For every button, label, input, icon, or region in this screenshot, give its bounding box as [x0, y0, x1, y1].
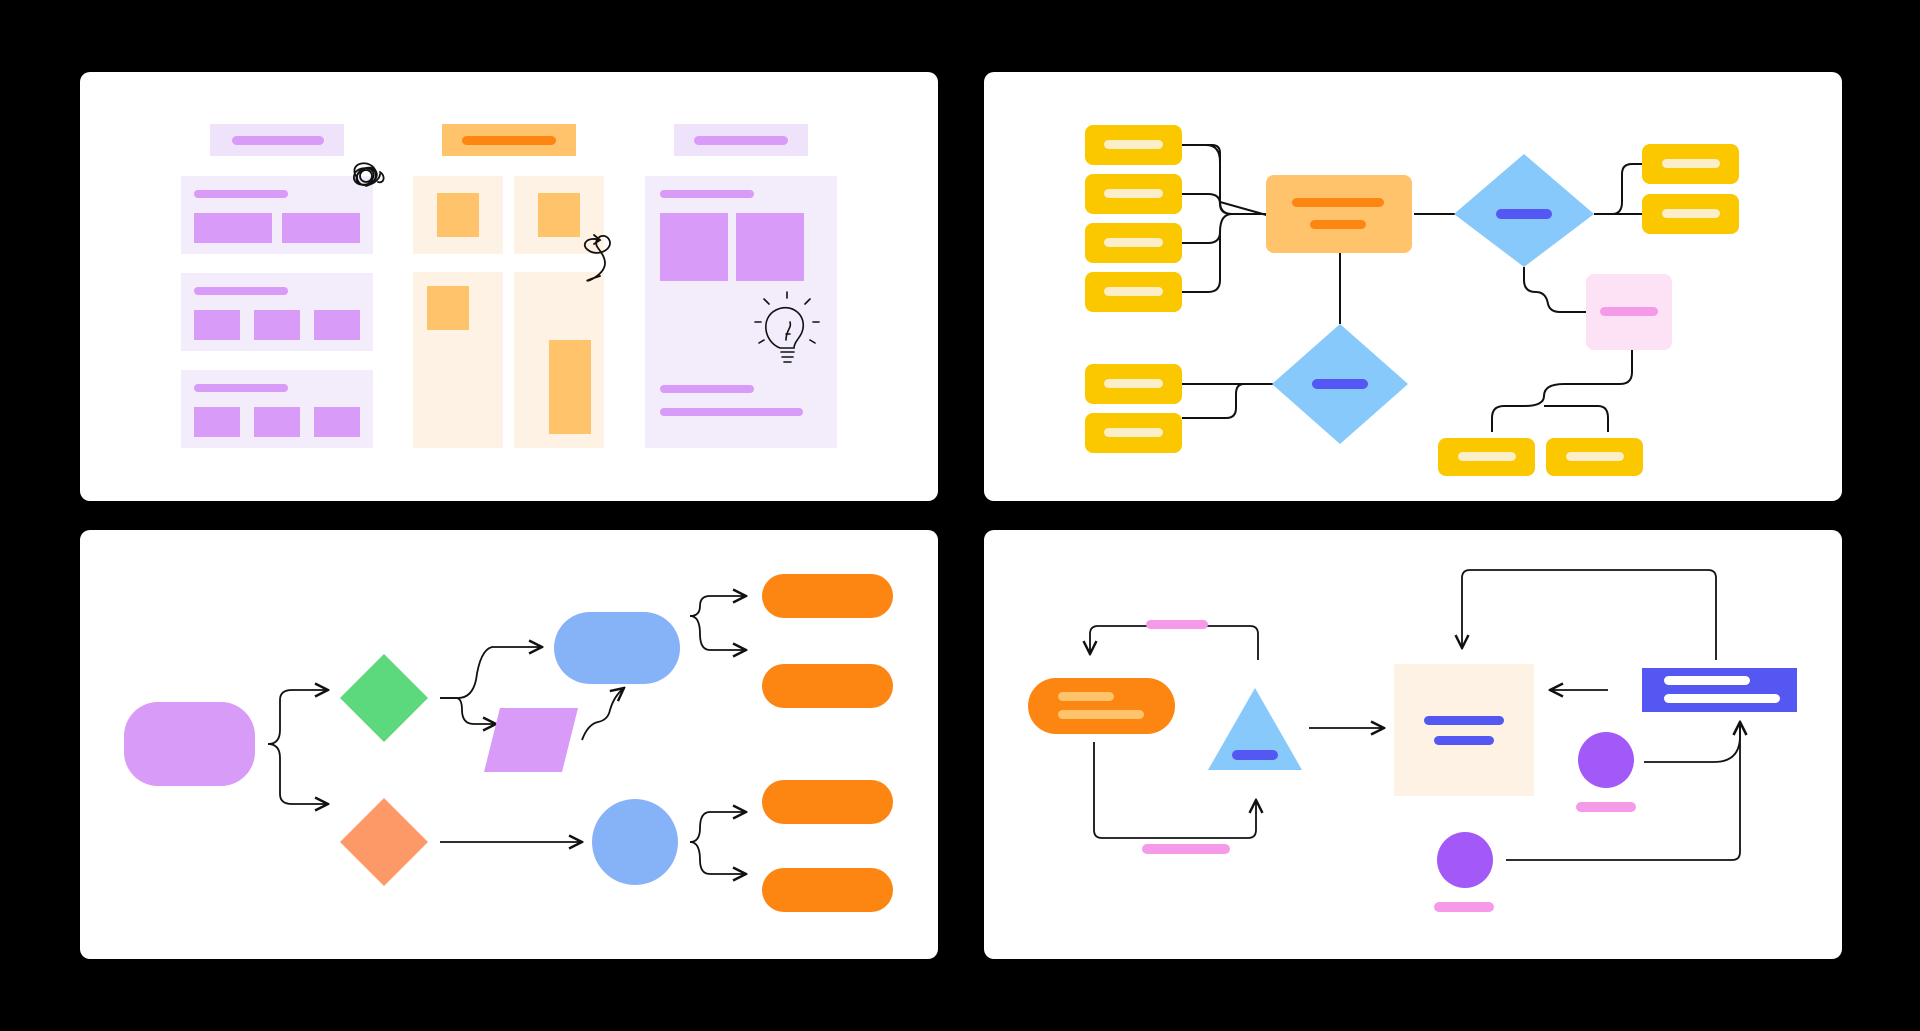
lightbulb-icon	[754, 291, 820, 363]
mind-map-connectors	[1182, 144, 1644, 432]
flowchart-decision-node	[340, 798, 428, 886]
flowchart-process-node	[592, 799, 678, 885]
mind-map-leaf	[1085, 223, 1182, 263]
mind-map-leaf	[1438, 438, 1535, 476]
kanban-card	[181, 176, 373, 254]
mind-map-leaf	[1642, 144, 1739, 184]
process-header-node	[1642, 668, 1797, 712]
process-label	[1434, 902, 1494, 912]
mind-map-root	[1266, 175, 1412, 253]
process-decision-node	[1208, 688, 1302, 770]
mind-map-leaf	[1085, 174, 1182, 214]
swirl-icon	[583, 234, 611, 282]
mind-map-canvas	[1085, 125, 1739, 476]
kanban-card	[181, 370, 373, 448]
scribble-icon	[353, 162, 385, 187]
kanban-card	[413, 176, 503, 254]
flowchart-end-node	[762, 868, 893, 912]
flowchart-data-node	[484, 708, 578, 772]
mind-map-leaf	[1546, 438, 1643, 476]
mind-map-leaf	[1642, 194, 1739, 234]
mind-map-leaf	[1085, 364, 1182, 404]
avatar	[1437, 832, 1493, 888]
flowchart-connectors	[267, 596, 746, 874]
process-label	[1576, 802, 1636, 812]
process-diagram-canvas	[1028, 569, 1797, 912]
kanban-card	[645, 176, 837, 448]
flowchart-process-node	[554, 612, 680, 684]
process-label	[1142, 844, 1230, 854]
process-diagram-panel[interactable]	[984, 530, 1842, 959]
kanban-board-panel[interactable]	[80, 72, 938, 501]
flowchart-decision-node	[340, 654, 428, 742]
kanban-card	[514, 272, 604, 448]
column-header-3-bar	[694, 136, 788, 145]
mind-map-note	[1586, 274, 1672, 350]
process-label	[1146, 620, 1208, 629]
avatar	[1578, 732, 1634, 788]
kanban-card	[181, 273, 373, 351]
kanban-card	[514, 176, 604, 254]
flowchart-start-node	[124, 702, 255, 786]
kanban-card	[413, 272, 503, 448]
process-document-node	[1394, 664, 1534, 796]
mind-map-leaf	[1085, 125, 1182, 165]
mind-map-leaf	[1085, 272, 1182, 312]
flowchart-canvas	[124, 574, 893, 912]
mind-map-decision	[1454, 154, 1594, 267]
mind-map-panel[interactable]	[984, 72, 1842, 501]
flowchart-panel[interactable]	[80, 530, 938, 959]
mind-map-decision	[1272, 324, 1408, 444]
flowchart-end-node	[762, 780, 893, 824]
kanban-board-canvas	[181, 124, 837, 448]
flowchart-end-node	[762, 574, 893, 618]
process-connectors	[1090, 569, 1740, 861]
flowchart-end-node	[762, 664, 893, 708]
process-step-node	[1028, 678, 1175, 734]
mind-map-leaf	[1085, 413, 1182, 453]
column-header-2-bar	[462, 136, 556, 145]
column-header-1-bar	[232, 136, 324, 145]
